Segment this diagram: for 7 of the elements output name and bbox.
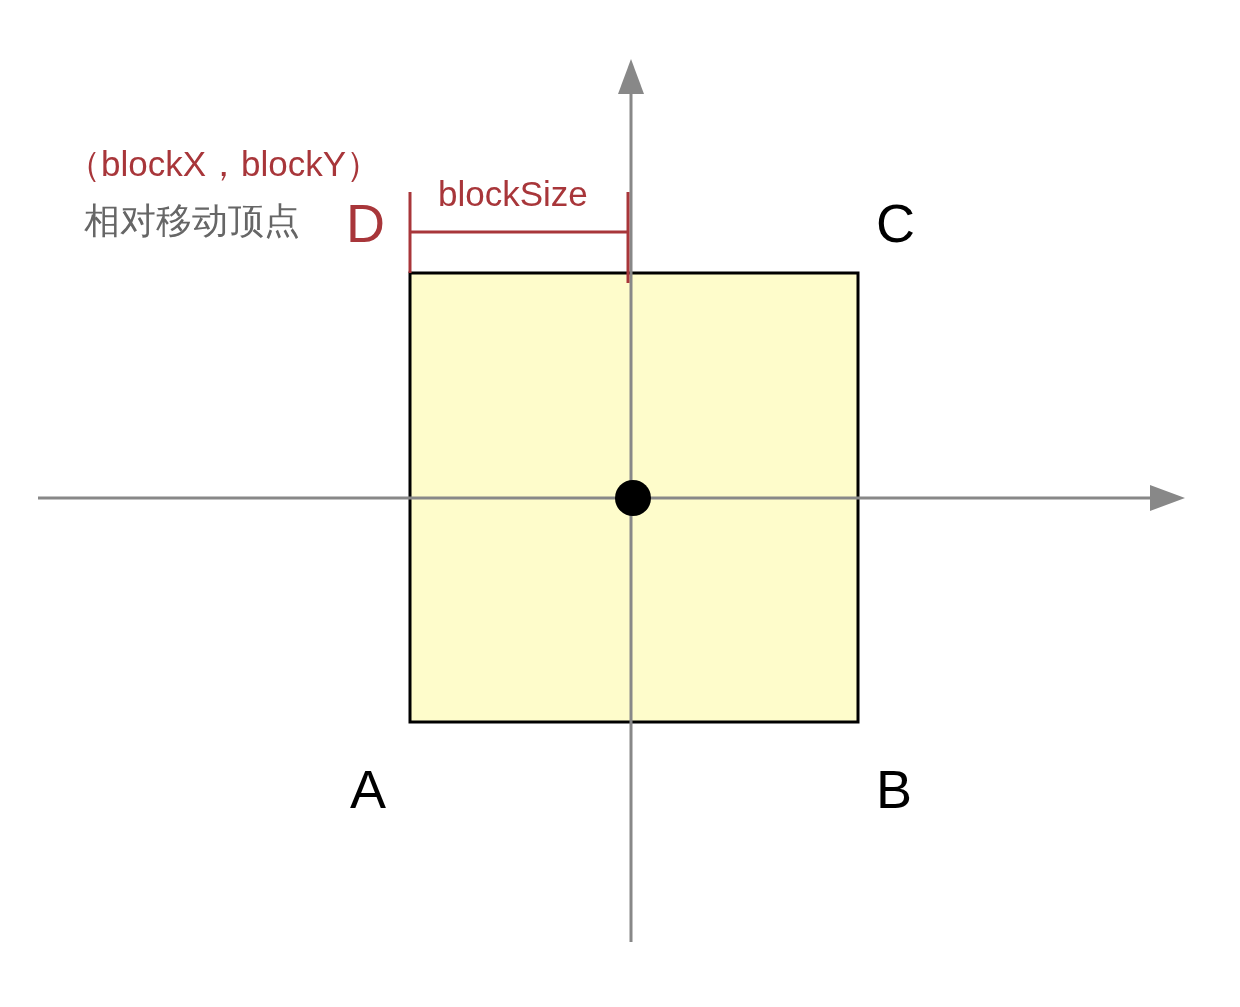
corner-label: D [346,196,385,250]
corner-label: B [876,762,913,816]
corner-label: C [876,196,915,250]
corner-label: A [350,762,387,816]
coordinate-label: （blockX，blockY） [66,146,382,181]
dimension-label: blockSize [438,176,588,211]
vertex-note: 相对移动顶点 [84,203,300,239]
